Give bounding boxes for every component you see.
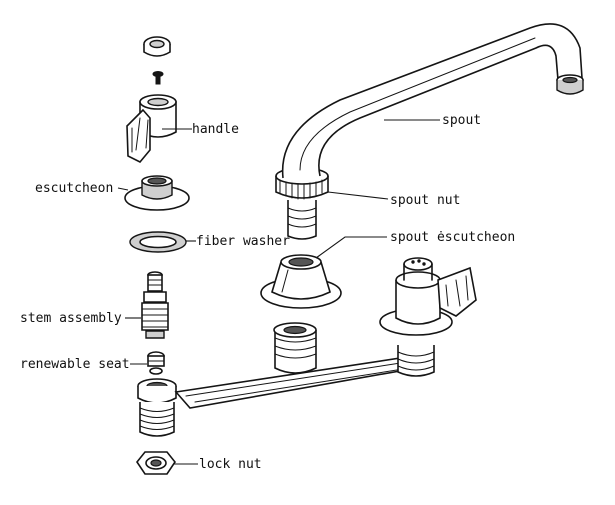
renewable-seat-part: [147, 351, 165, 375]
label-stem-assembly-group: stem assembly: [20, 311, 141, 326]
label-spout-group: spout: [384, 113, 481, 128]
handle-screw: [152, 71, 164, 85]
spout-part: [281, 23, 584, 179]
stem-assembly-part: [141, 271, 169, 339]
label-escutcheon: escutcheon: [35, 181, 113, 196]
label-lock-nut: lock nut: [199, 457, 262, 472]
label-spout-escutcheon-group: spout ėscutcheon: [315, 230, 515, 259]
label-renewable-seat: renewable seat: [20, 357, 130, 372]
label-spout: spout: [442, 113, 481, 128]
label-handle: handle: [192, 122, 239, 137]
handle-part: [126, 94, 177, 163]
label-spout-nut: spout nut: [390, 193, 460, 208]
label-fiber-washer-group: fiber washer: [186, 234, 290, 249]
faucet-body: [137, 322, 435, 437]
escutcheon-part: [124, 175, 190, 211]
lock-nut-part: [136, 451, 176, 475]
handle-cap: [143, 36, 171, 57]
spout-coupling-part: [287, 200, 317, 240]
label-renewable-seat-group: renewable seat: [20, 357, 147, 372]
label-fiber-washer: fiber washer: [196, 234, 290, 249]
label-spout-escutcheon: spout ėscutcheon: [390, 230, 515, 245]
label-stem-assembly: stem assembly: [20, 311, 122, 326]
label-escutcheon-group: escutcheon: [35, 181, 129, 196]
label-lock-nut-group: lock nut: [174, 457, 262, 472]
right-handle-assembled: [379, 257, 477, 336]
label-handle-group: handle: [162, 122, 239, 137]
label-spout-nut-group: spout nut: [327, 191, 460, 208]
spout-escutcheon-part: [260, 254, 342, 309]
fiber-washer-part: [129, 231, 187, 253]
